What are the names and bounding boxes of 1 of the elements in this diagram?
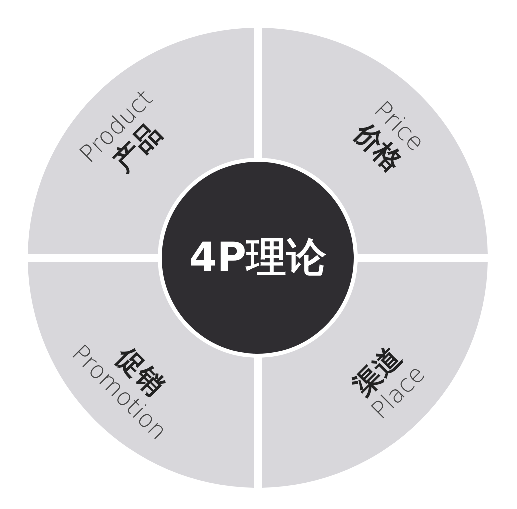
center-title: 4P理论 [189,235,327,281]
